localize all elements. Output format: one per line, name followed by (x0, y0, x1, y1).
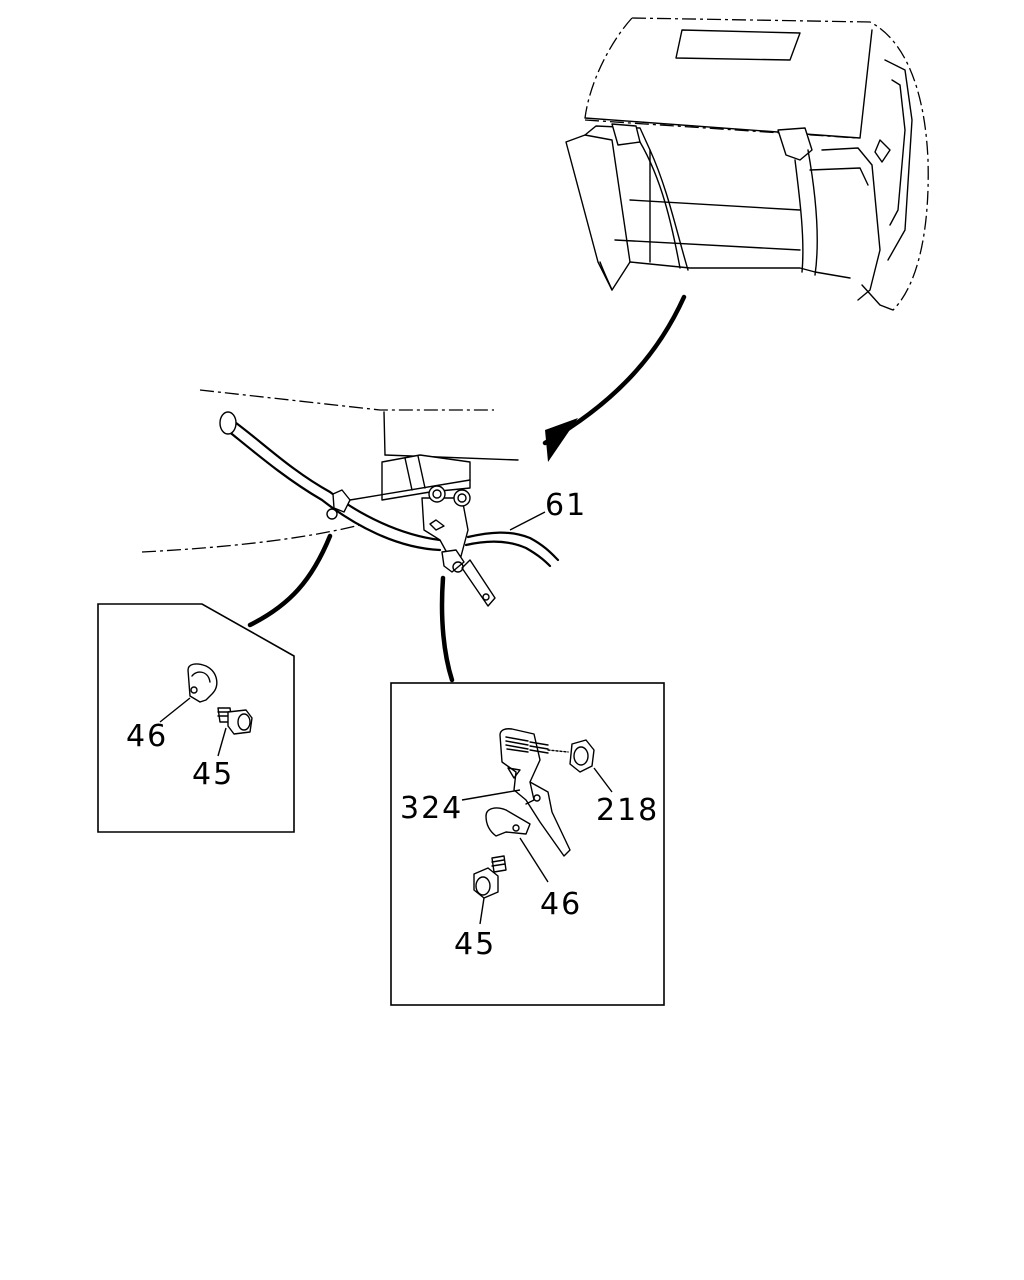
callout-45-right: 45 (454, 927, 496, 962)
callout-46-right: 46 (540, 887, 582, 922)
callout-324: 324 (400, 791, 463, 826)
callout-61-group: 61 (509, 488, 587, 531)
clip-part-right (485, 807, 531, 837)
callout-46-left: 46 (126, 719, 168, 754)
tank-assembly-illustration (565, 17, 929, 311)
bracket-part (499, 728, 571, 857)
callout-45-left: 45 (192, 757, 234, 792)
clip-part-left (187, 663, 218, 703)
stud-part (505, 736, 569, 754)
tank-to-chassis-arrow (542, 294, 687, 462)
chassis-pipe-illustration (141, 389, 560, 607)
bolt-part-left (217, 707, 253, 735)
leader-to-left-detail (247, 533, 333, 628)
detail-box-right: 218 46 45 324 (390, 682, 665, 1006)
nut-part (569, 739, 595, 773)
detail-box-left: 46 45 (97, 603, 295, 833)
callout-61: 61 (545, 488, 587, 523)
leader-to-right-detail (439, 575, 455, 683)
bolt-part-right (473, 855, 507, 899)
callout-218: 218 (596, 793, 659, 828)
